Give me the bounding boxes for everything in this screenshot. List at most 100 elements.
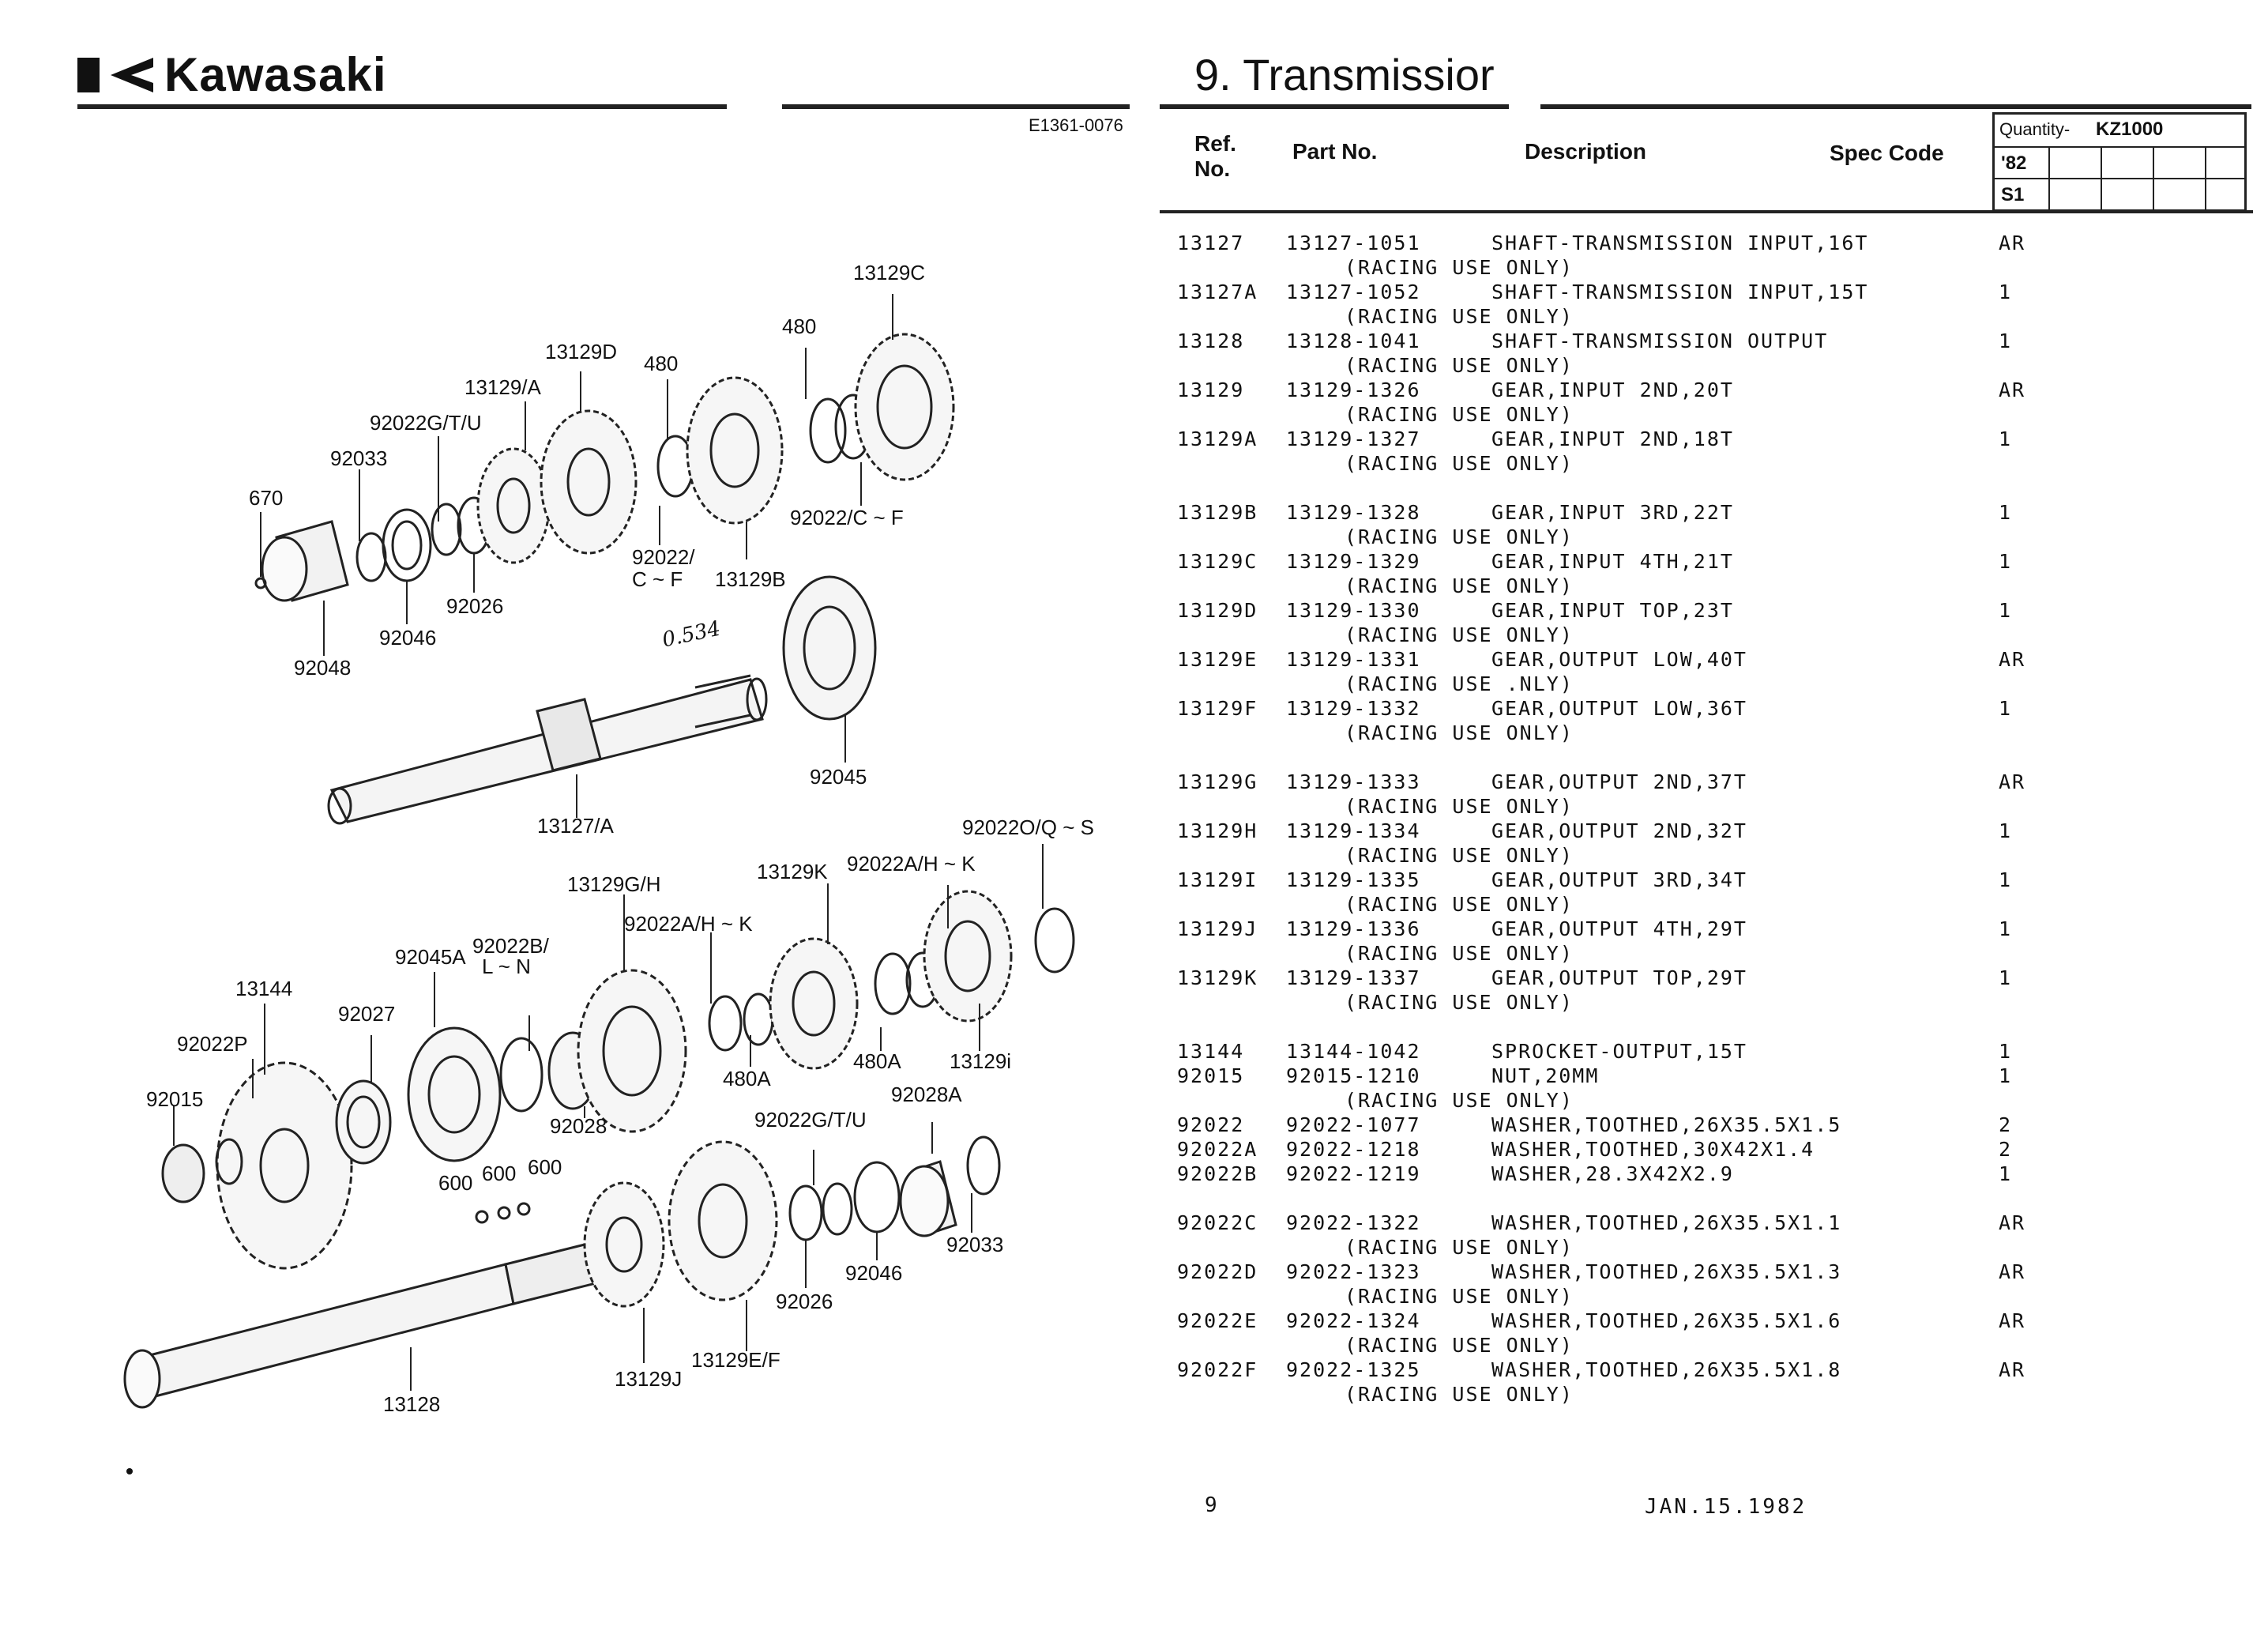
qty-cell-divider — [2101, 146, 2102, 178]
part-quantity: 1 — [1999, 1162, 2013, 1185]
part-description: WASHER,TOOTHED,30X42X1.4 — [1491, 1138, 1815, 1161]
bearing-92045 — [782, 575, 877, 721]
part-note: (RACING USE ONLY) — [1345, 354, 1574, 377]
callout-label: 13129/A — [465, 375, 541, 399]
part-ref-no: 13129H — [1177, 819, 1258, 842]
part-note-row: (RACING USE ONLY) — [1177, 843, 2204, 868]
part-note-row: (RACING USE ONLY) — [1177, 1382, 2204, 1407]
part-number: 13129-1330 — [1286, 599, 1421, 622]
row-spacer — [1177, 476, 2204, 500]
part-quantity: 1 — [1999, 819, 2013, 842]
part-note: (RACING USE ONLY) — [1345, 942, 1574, 965]
qty-cell-divider — [2101, 178, 2102, 209]
quantity-row: Quantity- KZ1000 — [1995, 115, 2244, 148]
part-note-row: (RACING USE ONLY) — [1177, 353, 2204, 378]
part-number: 13129-1332 — [1286, 697, 1421, 720]
part-note: (RACING USE ONLY) — [1345, 574, 1574, 597]
part-description: NUT,20MM — [1491, 1064, 1600, 1087]
part-number: 13129-1333 — [1286, 770, 1421, 793]
part-note: (RACING USE ONLY) — [1345, 893, 1574, 916]
logo-block-icon — [77, 57, 100, 92]
part-description: GEAR,INPUT 2ND,18T — [1491, 427, 1734, 450]
callout-label: 92022/ — [632, 545, 695, 569]
stray-dot — [126, 1468, 133, 1474]
callout-label: 92022G/T/U — [754, 1108, 867, 1132]
sprocket-13144 — [216, 1061, 353, 1270]
part-ref-no: 13128 — [1177, 330, 1245, 352]
callout-label: 13128 — [383, 1392, 441, 1416]
part-description: WASHER,TOOTHED,26X35.5X1.1 — [1491, 1211, 1842, 1234]
part-description: GEAR,OUTPUT 2ND,37T — [1491, 770, 1747, 793]
header-rule-right-a — [1160, 104, 1509, 109]
callout-label: 92015 — [146, 1087, 204, 1111]
gear-13129C — [854, 333, 955, 481]
gear-13129A — [476, 447, 551, 564]
part-quantity: 1 — [1999, 501, 2013, 524]
part-note: (RACING USE ONLY) — [1345, 1383, 1574, 1406]
spec-code-header: Spec Code — [1830, 141, 1944, 165]
callout-label: 92045A — [395, 945, 466, 969]
callout-label: 600 — [528, 1155, 562, 1179]
part-note-row: (RACING USE ONLY) — [1177, 941, 2204, 966]
part-number: 92022-1218 — [1286, 1138, 1421, 1161]
part-number: 92022-1325 — [1286, 1358, 1421, 1381]
part-quantity: 1 — [1999, 1064, 2013, 1087]
row-spacer — [1177, 1186, 2204, 1211]
part-number: 92022-1322 — [1286, 1211, 1421, 1234]
part-note: (RACING USE ONLY) — [1345, 452, 1574, 475]
part-note: (RACING USE ONLY) — [1345, 795, 1574, 818]
exploded-transmission-diagram — [123, 294, 1075, 1409]
part-quantity: 1 — [1999, 599, 2013, 622]
bearing-92045A — [407, 1026, 502, 1162]
ref-no-header-line2: No. — [1194, 156, 1231, 181]
part-note-row: (RACING USE ONLY) — [1177, 892, 2204, 917]
part-note: (RACING USE ONLY) — [1345, 721, 1574, 744]
callout-label: 13127/A — [537, 814, 614, 838]
part-number: 13129-1328 — [1286, 501, 1421, 524]
part-description: SHAFT-TRANSMISSION INPUT,16T — [1491, 232, 1869, 254]
part-note: (RACING USE ONLY) — [1345, 844, 1574, 867]
part-quantity: 1 — [1999, 868, 2013, 891]
quantity-label: Quantity- — [1999, 119, 2071, 139]
callout-label: 92027 — [338, 1002, 396, 1026]
part-quantity: 1 — [1999, 281, 2013, 303]
callout-label: 13129D — [545, 340, 618, 363]
part-ref-no: 92022F — [1177, 1358, 1258, 1381]
callout-label: 92046 — [845, 1261, 903, 1285]
part-number: 13129-1326 — [1286, 378, 1421, 401]
collar-92028A — [899, 1160, 957, 1237]
part-number: 92022-1219 — [1286, 1162, 1421, 1185]
part-quantity: 2 — [1999, 1138, 2013, 1161]
qty-cell-divider — [2048, 178, 2050, 209]
print-date: JAN.15.1982 — [1645, 1495, 1807, 1519]
part-number: 13129-1337 — [1286, 966, 1421, 989]
part-quantity: AR — [1999, 770, 2026, 793]
part-description: WASHER,TOOTHED,26X35.5X1.6 — [1491, 1309, 1842, 1332]
callout-label: 92022O/Q ~ S — [962, 815, 1094, 839]
part-number: 13129-1335 — [1286, 868, 1421, 891]
part-description: WASHER,28.3X42X2.9 — [1491, 1162, 1734, 1185]
callout-label: 92028A — [891, 1083, 962, 1106]
year-row: '82 — [1995, 146, 2244, 179]
part-note: (RACING USE ONLY) — [1345, 991, 1574, 1014]
output-shaft — [123, 1239, 610, 1409]
header-rule-mid — [782, 104, 1130, 109]
gear-13129I — [923, 890, 1013, 1022]
collar-92027 — [335, 1079, 392, 1165]
part-description: WASHER,TOOTHED,26X35.5X1.3 — [1491, 1260, 1842, 1283]
header-rule-right-b — [1540, 104, 2251, 109]
part-note: (RACING USE ONLY) — [1345, 1334, 1574, 1357]
callout-label: 13129G/H — [567, 872, 661, 896]
callout-label: 92022A/H ~ K — [624, 912, 753, 936]
callout-label: 92033 — [330, 446, 388, 470]
part-quantity: AR — [1999, 232, 2026, 254]
